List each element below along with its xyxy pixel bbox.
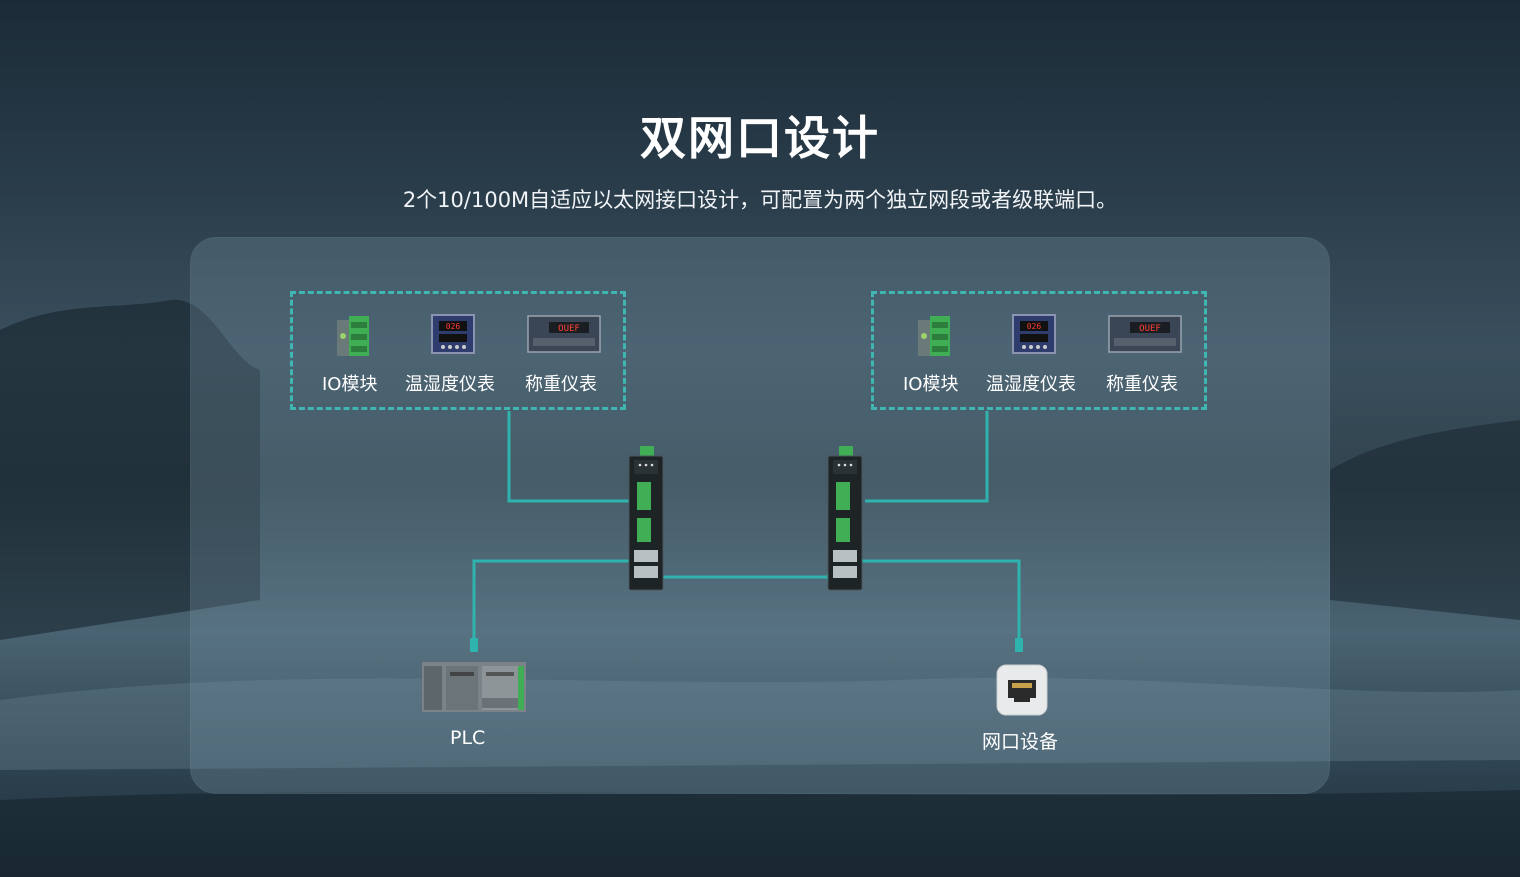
- page-subtitle: 2个10/100M自适应以太网接口设计，可配置为两个独立网段或者级联端口。: [402, 188, 1118, 212]
- io-module-icon: [333, 314, 373, 362]
- temp-humidity-meter-label: 温湿度仪表: [405, 374, 495, 395]
- ethernet-port-icon: [996, 664, 1048, 716]
- plc-label: PLC: [450, 727, 486, 749]
- left-device-group: 026 OUEF IO模块 温湿度仪表 称重仪表: [290, 291, 626, 410]
- network-device-label: 网口设备: [982, 731, 1059, 753]
- io-module-label: IO模块: [903, 374, 959, 395]
- page-title: 双网口设计: [640, 111, 880, 165]
- plc-icon: [422, 662, 526, 712]
- temp-meter-readout: 026: [446, 322, 461, 331]
- weighing-meter-label: 称重仪表: [525, 374, 597, 395]
- temp-humidity-meter-icon: 026: [1012, 314, 1056, 358]
- io-module-icon: [914, 314, 954, 362]
- io-module-label: IO模块: [322, 374, 378, 395]
- temp-meter-readout: 026: [1027, 322, 1042, 331]
- weighing-meter-label: 称重仪表: [1106, 374, 1178, 395]
- weighing-meter-icon: OUEF: [527, 314, 601, 358]
- right-device-group: 026 OUEF IO模块 温湿度仪表 称重仪表: [871, 291, 1207, 410]
- weight-meter-readout: OUEF: [558, 324, 580, 334]
- gateway-device-right: [827, 446, 863, 591]
- temp-humidity-meter-icon: 026: [431, 314, 475, 358]
- weight-meter-readout: OUEF: [1139, 324, 1161, 334]
- temp-humidity-meter-label: 温湿度仪表: [986, 374, 1076, 395]
- weighing-meter-icon: OUEF: [1108, 314, 1182, 358]
- gateway-device-left: [628, 446, 664, 591]
